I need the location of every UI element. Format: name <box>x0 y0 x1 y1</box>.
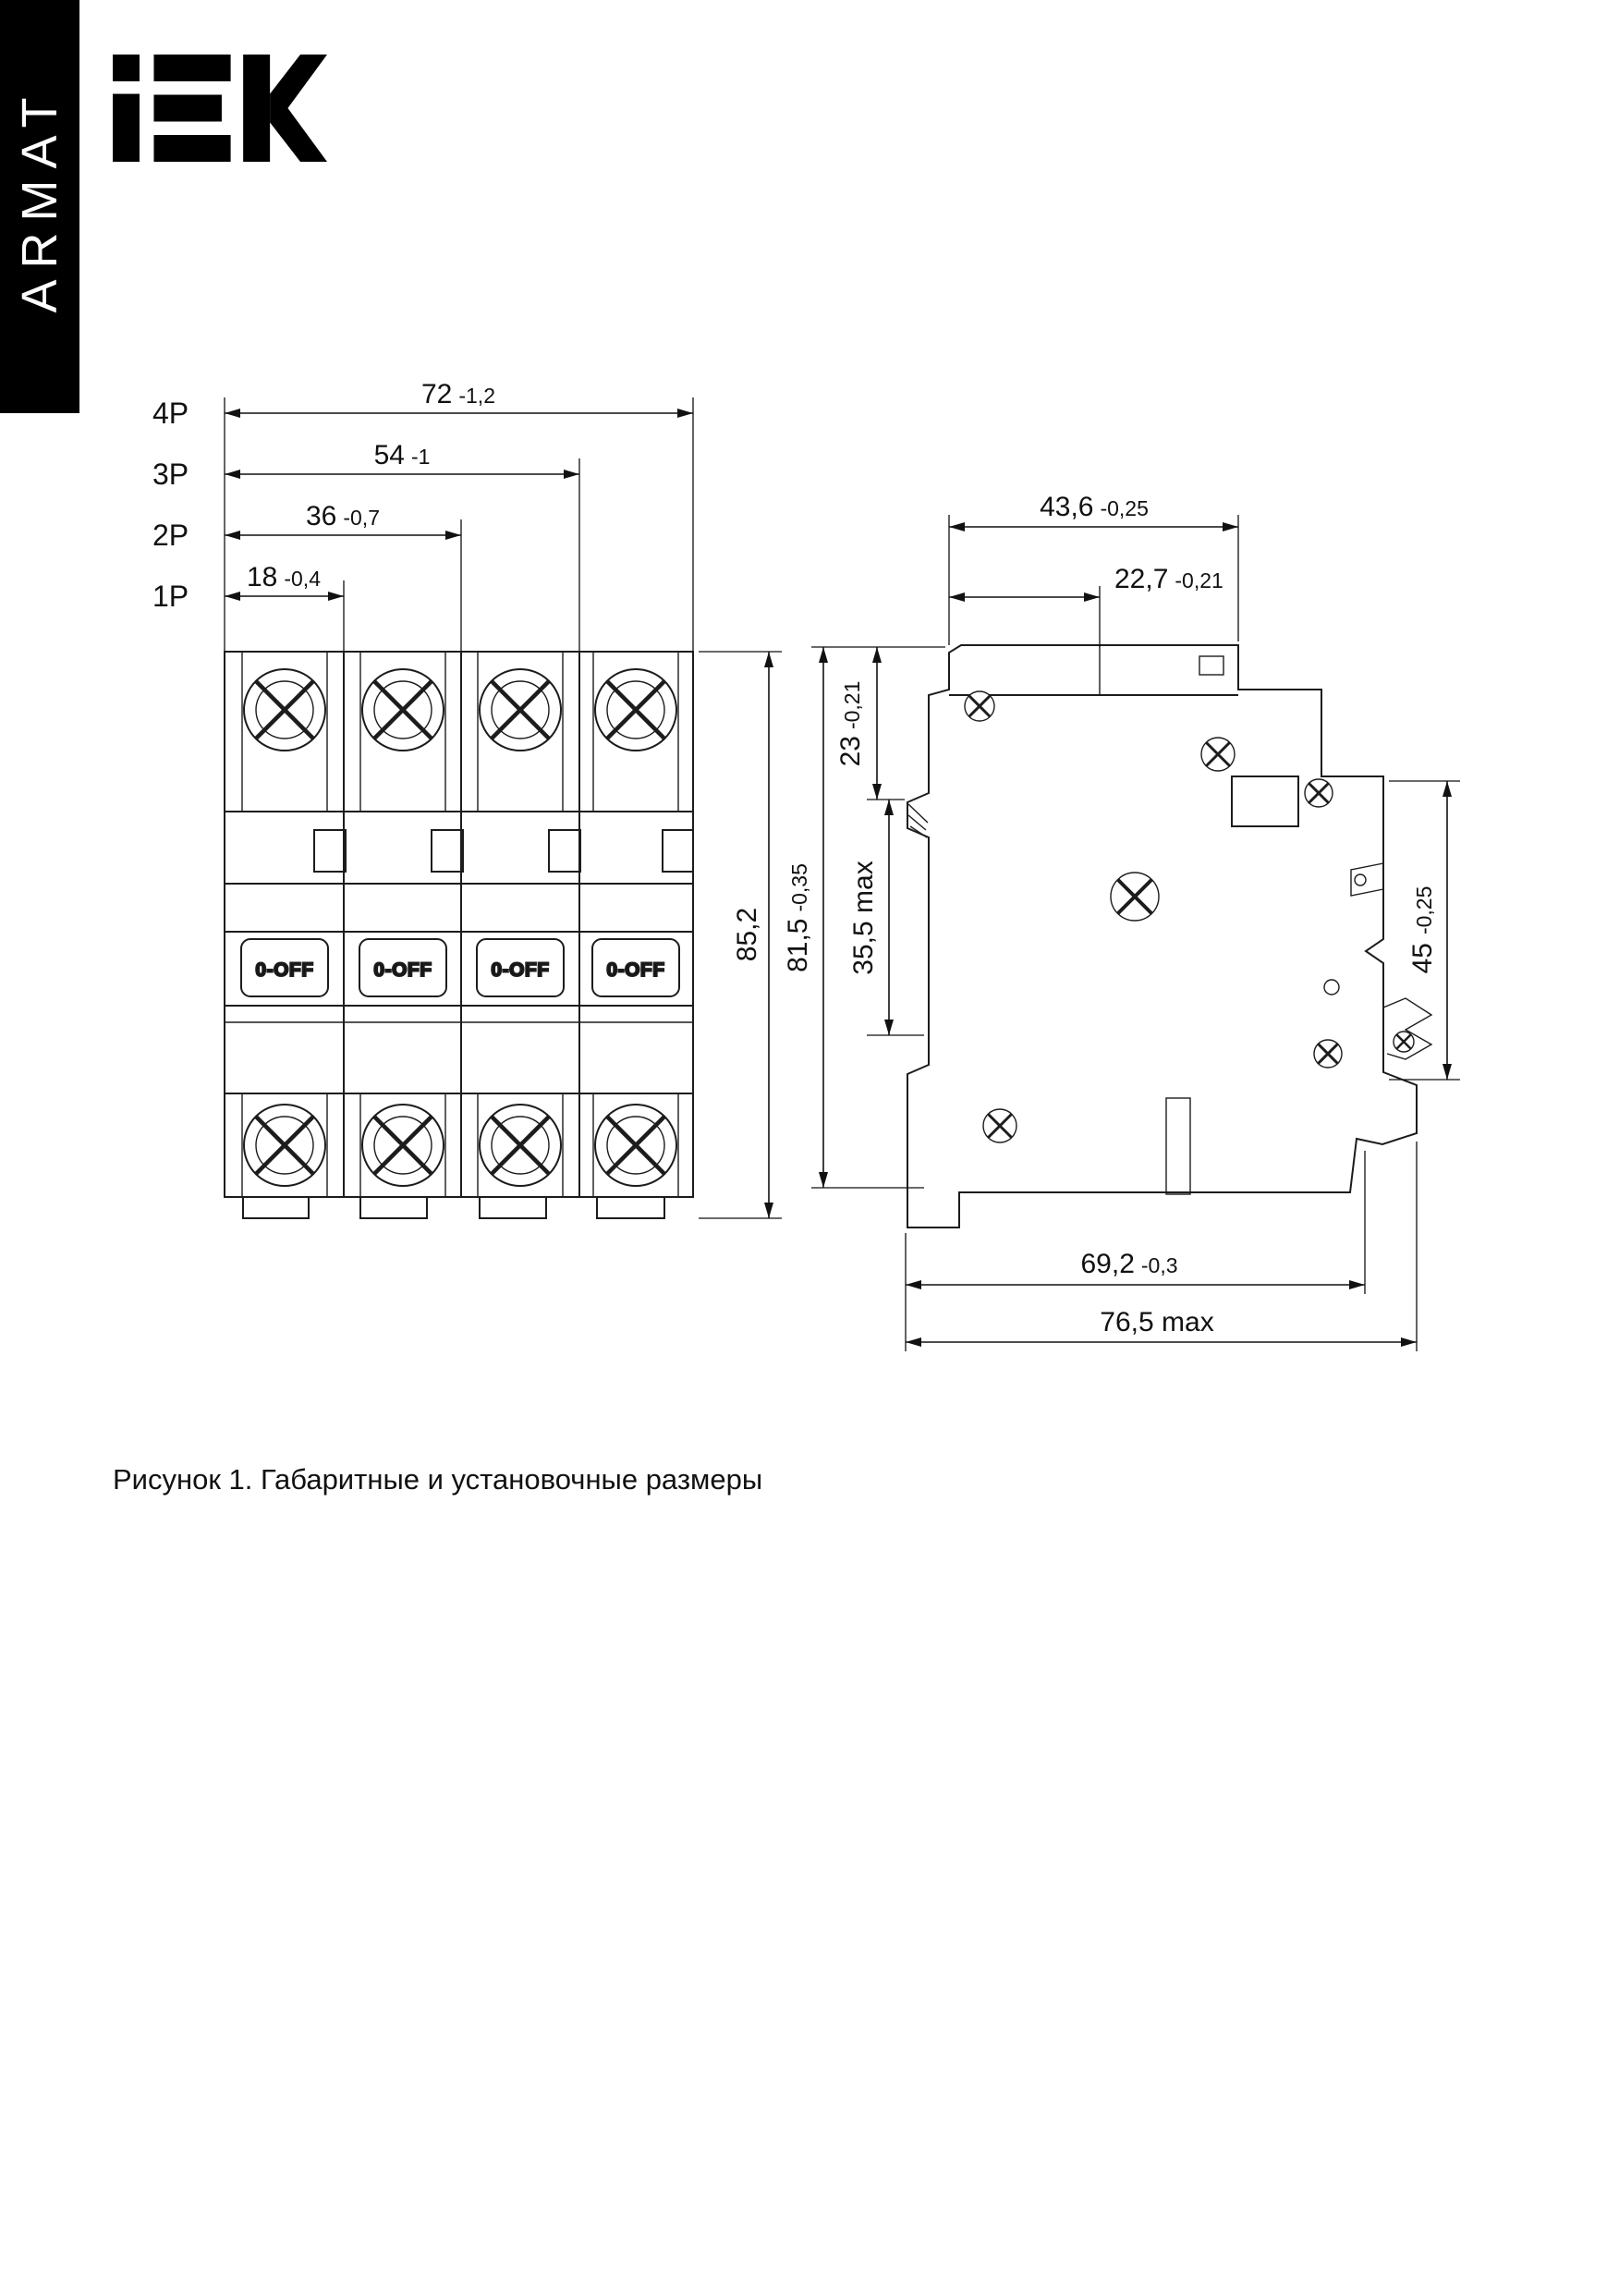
dim-top-depth: 23-0,21 <box>835 647 905 800</box>
front-extension-lines <box>224 397 694 652</box>
side-view-details <box>907 645 1433 1195</box>
pole-label-4p: 4P <box>152 397 189 430</box>
toggle-label: 0-OFF <box>606 959 664 981</box>
iek-logo <box>113 55 327 162</box>
terminal-screw <box>361 668 444 751</box>
terminal-screw <box>479 1104 562 1187</box>
mounting-feet <box>242 1196 665 1219</box>
dim-window-height: 35,5 max <box>848 800 924 1036</box>
terminal-screw <box>243 1104 326 1187</box>
front-view: 4P 72-1,2 3P 54-1 2P 36-0,7 1P 18-0,4 <box>152 379 782 1219</box>
pole-label-1p: 1P <box>152 580 189 613</box>
screw <box>964 690 995 722</box>
din-clip-spring <box>1382 997 1433 1060</box>
dim-height-value: 85,2 <box>732 908 762 961</box>
screw <box>1313 1039 1343 1069</box>
terminal-screw <box>361 1104 444 1187</box>
side-screws <box>964 690 1343 1143</box>
dim-width-2p: 36-0,7 <box>306 501 380 531</box>
dim-width-1p: 18-0,4 <box>247 562 321 592</box>
toggle-label: 0-OFF <box>491 959 549 981</box>
front-pole-dimensions: 4P 72-1,2 3P 54-1 2P 36-0,7 1P 18-0,4 <box>152 379 693 613</box>
clamp-screw-windows <box>313 829 694 873</box>
dim-window-height-value: 35,5 max <box>848 861 879 974</box>
toggle-row: 0-OFF 0-OFF 0-OFF 0-OFF <box>240 938 680 997</box>
terminal-screw <box>594 668 677 751</box>
dim-top-width-value: 43,6-0,25 <box>1040 492 1149 522</box>
terminal-screw <box>479 668 562 751</box>
dim-body-height: 81,5-0,35 <box>783 646 945 1189</box>
figure-caption: Рисунок 1. Габаритные и установочные раз… <box>113 1463 763 1496</box>
top-terminal-screws <box>243 668 677 751</box>
dim-front-height: 85,2 <box>699 651 782 1219</box>
screw <box>1110 872 1160 922</box>
dim-width-3p: 54-1 <box>374 440 431 470</box>
dim-total-depth: 76,5 max <box>906 1142 1418 1351</box>
dim-top-width: 43,6-0,25 <box>948 492 1239 645</box>
iek-logo-glyphs <box>113 55 327 162</box>
dim-mounting-depth: 69,2-0,3 <box>905 1151 1366 1351</box>
dim-body-height-value: 81,5-0,35 <box>783 863 813 972</box>
bottom-terminal-screws <box>243 1104 677 1187</box>
terminal-screw <box>243 668 326 751</box>
toggle-label: 0-OFF <box>373 959 432 981</box>
dim-top-depth-value: 23-0,21 <box>835 681 866 767</box>
dim-handle-offset: 22,7-0,21 <box>949 564 1223 647</box>
front-view-body: 0-OFF 0-OFF 0-OFF 0-OFF <box>224 651 694 1219</box>
pole-label-2p: 2P <box>152 519 189 552</box>
toggle-label: 0-OFF <box>255 959 313 981</box>
toggle-hatch <box>907 803 929 838</box>
pole-label-3p: 3P <box>152 458 189 491</box>
series-sidebar: ARMAT <box>0 0 79 413</box>
toggle-pole-1: 0-OFF <box>240 938 329 997</box>
dim-total-depth-value: 76,5 max <box>1100 1307 1213 1337</box>
screw <box>1200 737 1236 772</box>
dim-handle-offset-value: 22,7-0,21 <box>1114 564 1223 594</box>
dim-din-recess: 45-0,25 <box>1389 780 1460 1081</box>
terminal-screw <box>594 1104 677 1187</box>
dim-din-recess-value: 45-0,25 <box>1407 886 1438 974</box>
toggle-pole-3: 0-OFF <box>476 938 565 997</box>
screw <box>1304 778 1333 808</box>
dim-mounting-depth-value: 69,2-0,3 <box>1080 1249 1177 1279</box>
side-view-outline <box>907 644 1418 1228</box>
screw <box>982 1108 1017 1143</box>
terminal-channels <box>241 652 679 1197</box>
toggle-pole-4: 0-OFF <box>591 938 680 997</box>
side-view: 43,6-0,25 22,7-0,21 23-0,21 81,5-0,35 <box>783 492 1460 1351</box>
toggle-pole-2: 0-OFF <box>359 938 447 997</box>
dim-width-4p: 72-1,2 <box>421 379 495 409</box>
